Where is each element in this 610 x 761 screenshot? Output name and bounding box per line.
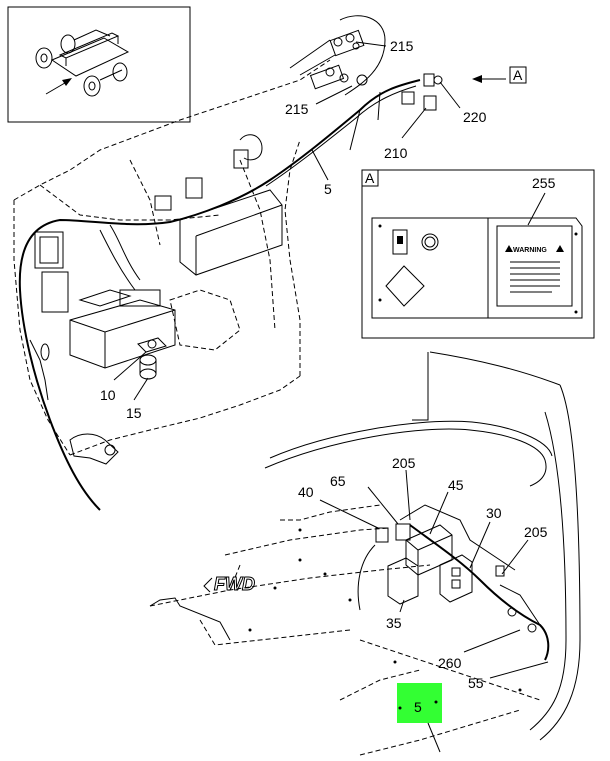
panel-diamond [385, 265, 425, 307]
callout-30[interactable]: 30 [486, 505, 502, 521]
hvac-box [69, 289, 176, 369]
callout-205-top[interactable]: 205 [392, 455, 416, 471]
connector-220 [423, 73, 443, 87]
module-30 [439, 554, 473, 603]
callout-45[interactable]: 45 [448, 477, 464, 493]
callout-5-upper[interactable]: 5 [324, 181, 332, 197]
callout-215-lower[interactable]: 215 [285, 101, 309, 117]
view-arrow-letter: A [513, 67, 523, 83]
callout-10[interactable]: 10 [100, 387, 116, 403]
callout-65[interactable]: 65 [330, 473, 346, 489]
callout-55[interactable]: 55 [468, 675, 484, 691]
callout-255[interactable]: 255 [532, 175, 556, 191]
callout-215-upper[interactable]: 215 [390, 38, 414, 54]
warning-text: WARNING [513, 247, 547, 254]
highlight-callout-5[interactable]: 5 [397, 683, 442, 753]
bracket-35 [387, 557, 419, 605]
inset-pointer-arrow [45, 78, 72, 95]
vehicle-inset [7, 6, 191, 123]
callout-35[interactable]: 35 [386, 615, 402, 631]
callout-labels: 215 215 220 210 5 255 10 15 205 65 45 40… [100, 38, 556, 691]
wire-harness-upper [18, 79, 421, 511]
fwd-text: FWD [214, 574, 255, 594]
harness-bracket [185, 177, 203, 199]
harness-clip [154, 195, 172, 211]
relay-bracket [233, 149, 249, 169]
view-arrow-a: A [472, 66, 527, 84]
cab-floor-lower: FWD [149, 351, 581, 756]
callout-260[interactable]: 260 [438, 655, 462, 671]
lamp-fixture [69, 433, 119, 465]
leader-lines [113, 41, 549, 679]
cab-interior-upper [13, 15, 443, 511]
detail-view-a: A WARNING [361, 169, 595, 339]
vehicle-chassis-icon [35, 29, 130, 97]
valve-assembly-lower [309, 64, 368, 90]
connector-210 [401, 91, 437, 111]
panel-switch [392, 229, 408, 255]
callout-5-highlight: 5 [414, 699, 422, 715]
callout-15[interactable]: 15 [126, 405, 142, 421]
floor-holes [248, 528, 522, 692]
callout-220[interactable]: 220 [463, 109, 487, 125]
callout-210[interactable]: 210 [384, 145, 408, 161]
side-switch-panel [34, 231, 64, 269]
panel-knob [421, 233, 439, 251]
callout-40[interactable]: 40 [298, 484, 314, 500]
relay-40 [375, 523, 411, 543]
fwd-marker: FWD [203, 574, 255, 595]
callout-205-right[interactable]: 205 [524, 524, 548, 540]
detail-ref-tag [361, 169, 379, 187]
component-15 [139, 354, 157, 380]
valve-assembly-upper [329, 29, 365, 57]
component-10 [137, 337, 167, 353]
warning-decal: WARNING [496, 225, 573, 307]
detail-ref-letter: A [365, 170, 375, 186]
